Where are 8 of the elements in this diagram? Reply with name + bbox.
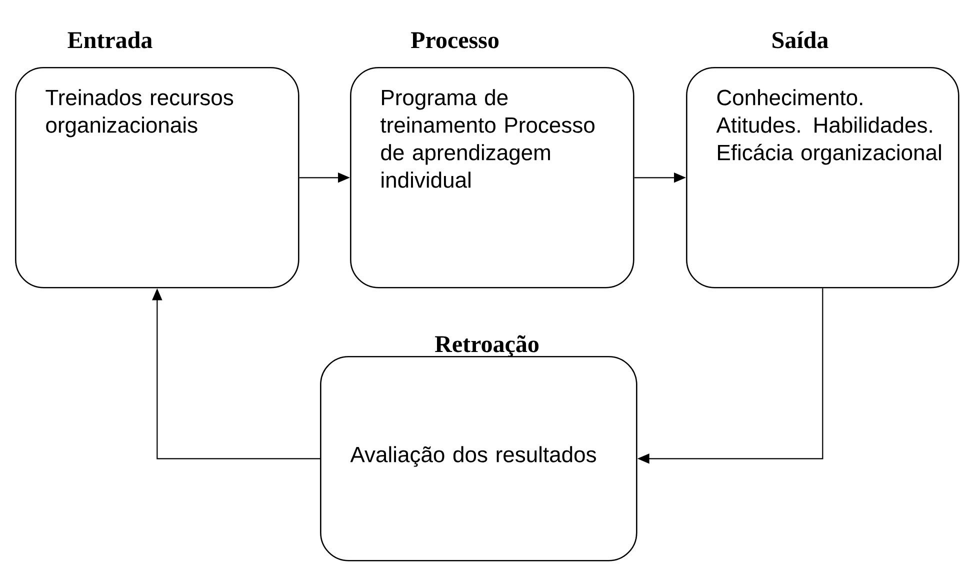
node-label: Saída [772,31,828,48]
node-label: Processo [410,32,499,48]
node-label: Retroação [434,335,539,357]
process-box: Entrada Treinados recursos organizacionais [15,31,300,288]
node-label: Entrada [68,31,152,48]
process-box: Retroação Avaliação dos resultados [320,335,638,562]
process-box: Processo Programa de treinamento Processo de aprendizagem individual [350,32,634,288]
process-box: Saída Conhecimento. Atitudes. Habilidades. Eficácia organizacional [686,31,960,288]
